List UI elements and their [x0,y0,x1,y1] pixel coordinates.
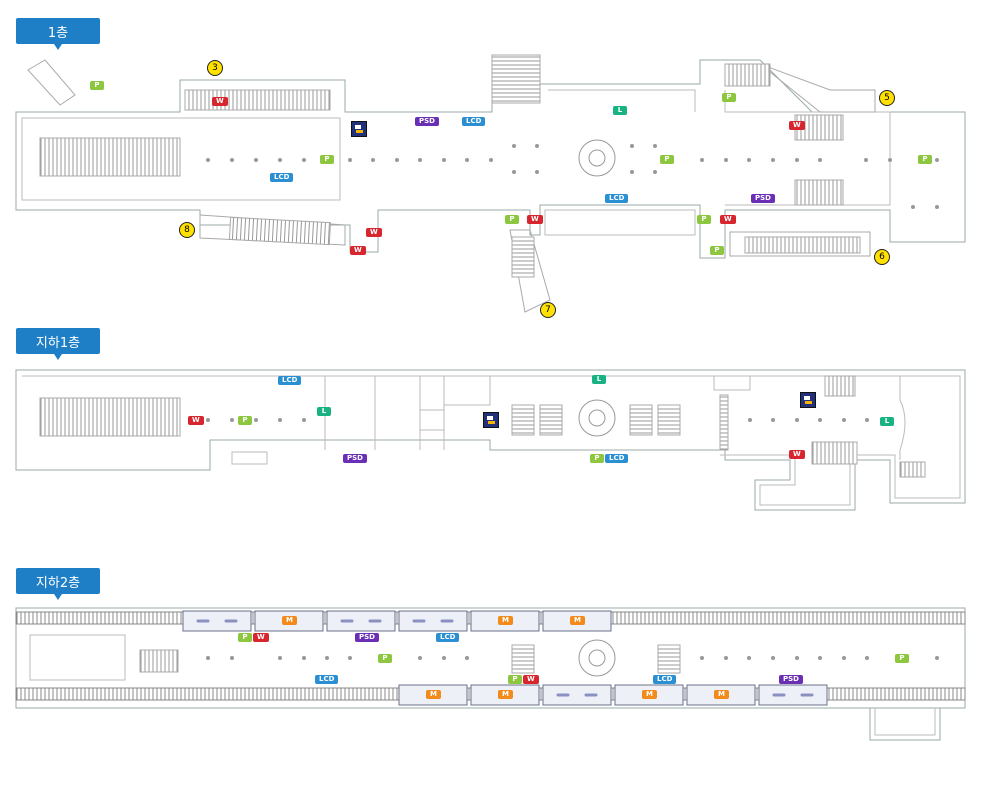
w-marker: W [527,215,543,224]
p-marker: P [320,155,334,164]
psd-marker: PSD [415,117,439,126]
lcd-marker: LCD [605,194,629,203]
floor-tab-b2[interactable]: 지하2층 [16,568,100,600]
m-marker: M [498,616,513,625]
floor-b2-dots [206,656,939,660]
p-marker: P [918,155,932,164]
p-marker: P [722,93,736,102]
m-marker: M [426,690,441,699]
w-marker: W [366,228,382,237]
w-marker: W [350,246,366,255]
m-marker: M [642,690,657,699]
exit-7-marker[interactable]: 7 [540,302,556,318]
elevator-icon [351,121,367,137]
psd-marker: PSD [779,675,803,684]
w-marker: W [720,215,736,224]
p-marker: P [895,654,909,663]
floor-b1-plan [15,369,966,511]
p-marker: P [710,246,724,255]
lcd-marker: LCD [653,675,677,684]
floor-1f-dots [206,144,939,209]
lcd-marker: LCD [270,173,294,182]
p-marker: P [508,675,522,684]
floor-tab-1f[interactable]: 1층 [16,18,100,50]
w-marker: W [789,450,805,459]
p-marker: P [697,215,711,224]
w-marker: W [789,121,805,130]
psd-marker: PSD [355,633,379,642]
psd-marker: PSD [751,194,775,203]
exit-6-marker[interactable]: 6 [874,249,890,265]
lcd-marker: LCD [605,454,629,463]
p-marker: P [378,654,392,663]
elevator-icon [800,392,816,408]
floor-1f-plan [15,59,966,313]
p-marker: P [238,633,252,642]
floor-tab-b1[interactable]: 지하1층 [16,328,100,360]
p-marker: P [505,215,519,224]
p-marker: P [90,81,104,90]
exit-8-marker[interactable]: 8 [179,222,195,238]
lcd-marker: LCD [436,633,460,642]
w-marker: W [188,416,204,425]
w-marker: W [253,633,269,642]
l-marker: L [880,417,894,426]
exit-3-marker[interactable]: 3 [207,60,223,76]
lcd-marker: LCD [315,675,339,684]
p-marker: P [660,155,674,164]
p-marker: P [590,454,604,463]
l-marker: L [613,106,627,115]
elevator-icon [483,412,499,428]
exit-5-marker[interactable]: 5 [879,90,895,106]
m-marker: M [714,690,729,699]
floor-b2-plan [15,607,966,741]
l-marker: L [317,407,331,416]
w-marker: W [212,97,228,106]
lcd-marker: LCD [462,117,486,126]
m-marker: M [570,616,585,625]
m-marker: M [498,690,513,699]
l-marker: L [592,375,606,384]
lcd-marker: LCD [278,376,302,385]
w-marker: W [523,675,539,684]
p-marker: P [238,416,252,425]
psd-marker: PSD [343,454,367,463]
m-marker: M [282,616,297,625]
floor-b1-dots [206,418,869,422]
